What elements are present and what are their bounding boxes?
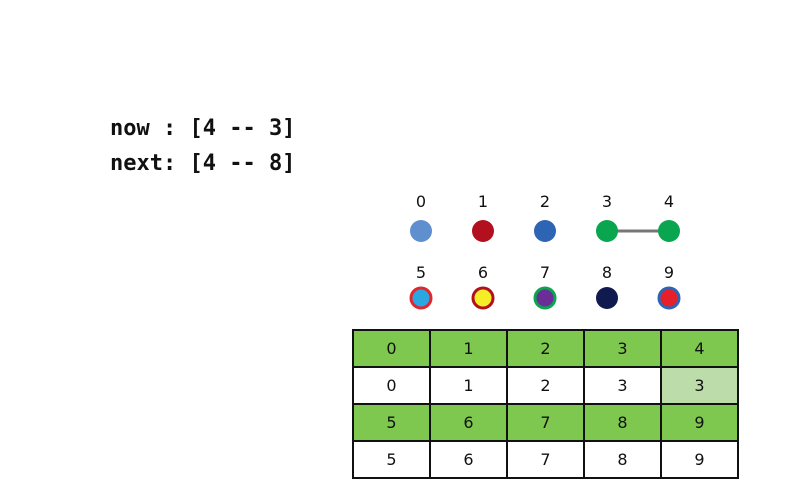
index-cell-2-1: 6 — [429, 403, 508, 442]
union-find-graph: 0 1 2 3 4 5 6 7 8 9 — [409, 192, 681, 310]
node-7 — [533, 286, 557, 310]
parent-cell-1-1: 1 — [429, 366, 508, 405]
index-cell-0-1: 1 — [429, 329, 508, 368]
parent-cell-3-3: 8 — [583, 440, 662, 479]
parent-cell-3-4: 9 — [660, 440, 739, 479]
index-cell-2-0: 5 — [352, 403, 431, 442]
node-9 — [657, 286, 681, 310]
node-label-5: 5 — [416, 263, 426, 282]
node-1 — [472, 220, 494, 242]
current-step-text: now : [4 -- 3] — [110, 116, 296, 141]
next-step-text: next: [4 -- 8] — [110, 151, 296, 176]
node-label-3: 3 — [602, 192, 612, 211]
parent-cell-3-0: 5 — [352, 440, 431, 479]
index-cell-0-2: 2 — [506, 329, 585, 368]
node-label-1: 1 — [478, 192, 488, 211]
parent-cell-1-2: 2 — [506, 366, 585, 405]
node-label-9: 9 — [664, 263, 674, 282]
index-cell-2-3: 8 — [583, 403, 662, 442]
index-cell-2-4: 9 — [660, 403, 739, 442]
node-8 — [596, 287, 618, 309]
index-cell-0-4: 4 — [660, 329, 739, 368]
node-3 — [596, 220, 618, 242]
node-0 — [410, 220, 432, 242]
parent-cell-1-3: 3 — [583, 366, 662, 405]
index-cell-0-3: 3 — [583, 329, 662, 368]
parent-cell-3-2: 7 — [506, 440, 585, 479]
parent-cell-3-1: 6 — [429, 440, 508, 479]
parent-cell-1-4: 3 — [660, 366, 739, 405]
parent-cell-1-0: 0 — [352, 366, 431, 405]
node-5 — [409, 286, 433, 310]
node-label-6: 6 — [478, 263, 488, 282]
node-label-8: 8 — [602, 263, 612, 282]
node-4 — [658, 220, 680, 242]
index-cell-2-2: 7 — [506, 403, 585, 442]
node-label-2: 2 — [540, 192, 550, 211]
node-label-4: 4 — [664, 192, 674, 211]
index-cell-0-0: 0 — [352, 329, 431, 368]
node-label-0: 0 — [416, 192, 426, 211]
node-2 — [534, 220, 556, 242]
node-6 — [471, 286, 495, 310]
node-label-7: 7 — [540, 263, 550, 282]
